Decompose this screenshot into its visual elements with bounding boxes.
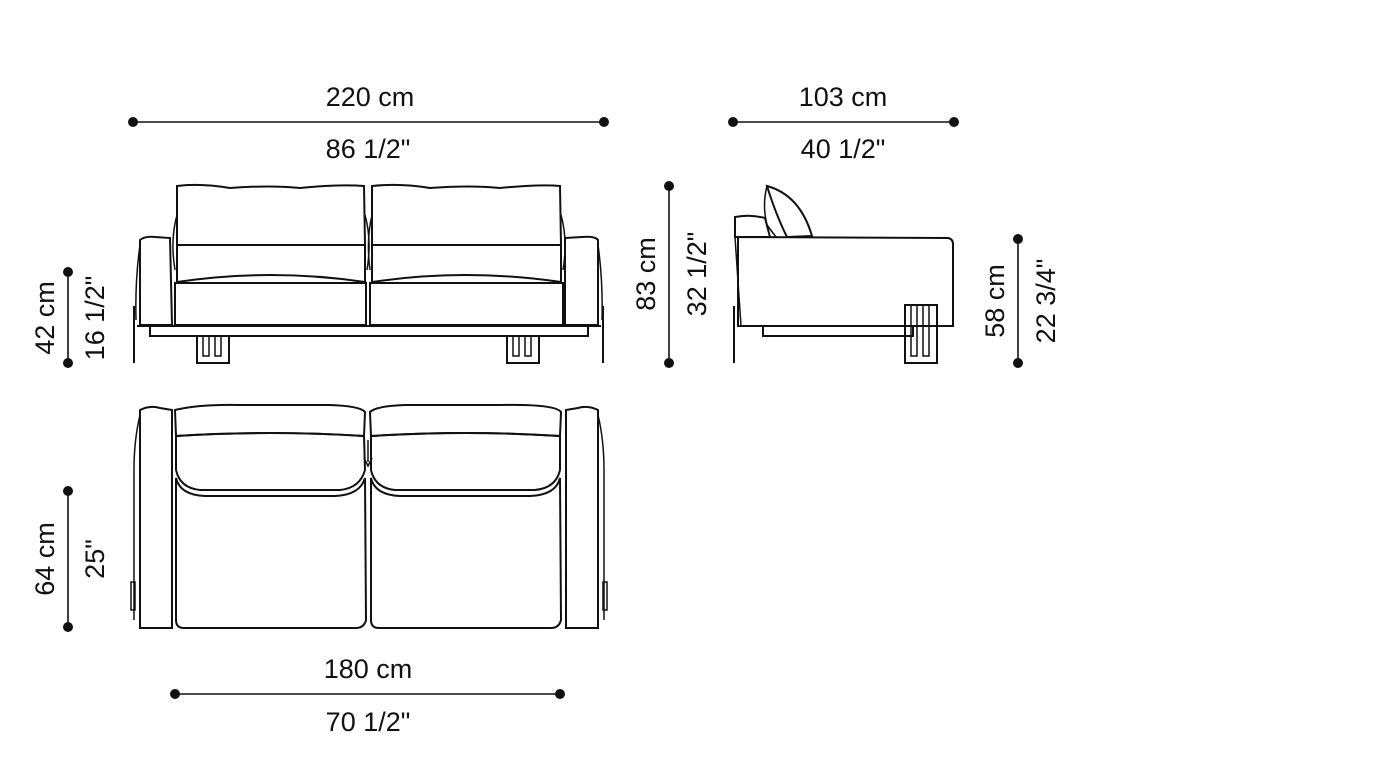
- front-width-imperial: 86 1/2": [326, 134, 411, 164]
- top-seat-depth-dimension: 64 cm 25": [30, 486, 110, 632]
- top-seat-depth-imperial: 25": [80, 539, 110, 579]
- side-total-height-metric: 83 cm: [631, 237, 661, 311]
- side-total-height-imperial: 32 1/2": [682, 232, 712, 317]
- front-seat-height-metric: 42 cm: [30, 281, 60, 355]
- side-depth-metric: 103 cm: [799, 82, 888, 112]
- front-width-metric: 220 cm: [326, 82, 415, 112]
- top-seat-width-imperial: 70 1/2": [326, 707, 411, 737]
- side-total-height-dimension: 83 cm 32 1/2": [631, 181, 712, 368]
- side-arm-height-metric: 58 cm: [980, 264, 1010, 338]
- top-seat-depth-metric: 64 cm: [30, 522, 60, 596]
- top-seat-width-metric: 180 cm: [324, 654, 413, 684]
- front-seat-height-dimension: 42 cm 16 1/2": [30, 267, 110, 368]
- side-depth-dimension: 103 cm 40 1/2": [728, 82, 959, 164]
- front-view-sofa: [133, 183, 604, 364]
- side-depth-imperial: 40 1/2": [801, 134, 886, 164]
- top-seat-width-dimension: 180 cm 70 1/2": [170, 654, 565, 737]
- side-arm-height-dimension: 58 cm 22 3/4": [980, 234, 1061, 368]
- side-view-sofa: [733, 184, 954, 364]
- front-seat-height-imperial: 16 1/2": [80, 276, 110, 361]
- side-arm-height-imperial: 22 3/4": [1031, 259, 1061, 344]
- top-view-sofa: [130, 403, 608, 629]
- front-width-dimension: 220 cm 86 1/2": [128, 82, 609, 164]
